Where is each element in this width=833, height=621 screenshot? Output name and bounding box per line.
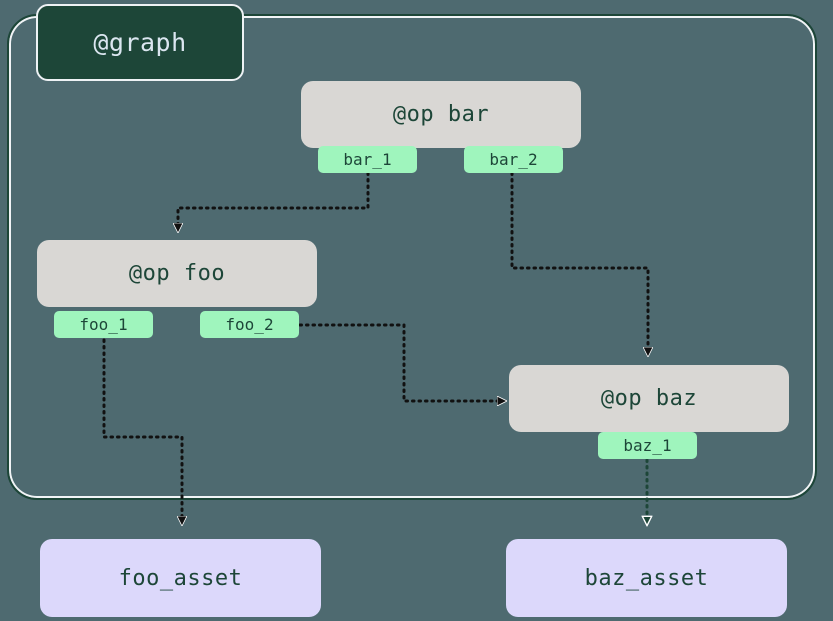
asset-node-foo-asset-label: foo_asset	[118, 565, 243, 591]
port-foo-2[interactable]: foo_2	[200, 311, 299, 338]
op-node-foo-label: @op foo	[128, 261, 226, 286]
graph-container	[7, 14, 817, 500]
port-foo-1-label: foo_1	[79, 315, 128, 334]
op-node-bar[interactable]: @op bar	[301, 81, 581, 148]
port-bar-1-label: bar_1	[343, 150, 392, 169]
graph-label[interactable]: @graph	[36, 4, 244, 81]
port-foo-1[interactable]: foo_1	[54, 311, 153, 338]
port-bar-1[interactable]: bar_1	[318, 146, 417, 173]
asset-node-foo-asset[interactable]: foo_asset	[40, 539, 321, 617]
port-baz-1-label: baz_1	[623, 436, 672, 455]
port-bar-2[interactable]: bar_2	[464, 146, 563, 173]
port-bar-2-label: bar_2	[489, 150, 538, 169]
asset-node-baz-asset-label: baz_asset	[584, 565, 709, 591]
op-node-foo[interactable]: @op foo	[37, 240, 317, 307]
port-baz-1[interactable]: baz_1	[598, 432, 697, 459]
op-node-baz-label: @op baz	[600, 386, 698, 411]
op-node-bar-label: @op bar	[392, 102, 490, 127]
port-foo-2-label: foo_2	[225, 315, 274, 334]
asset-node-baz-asset[interactable]: baz_asset	[506, 539, 787, 617]
op-node-baz[interactable]: @op baz	[509, 365, 789, 432]
